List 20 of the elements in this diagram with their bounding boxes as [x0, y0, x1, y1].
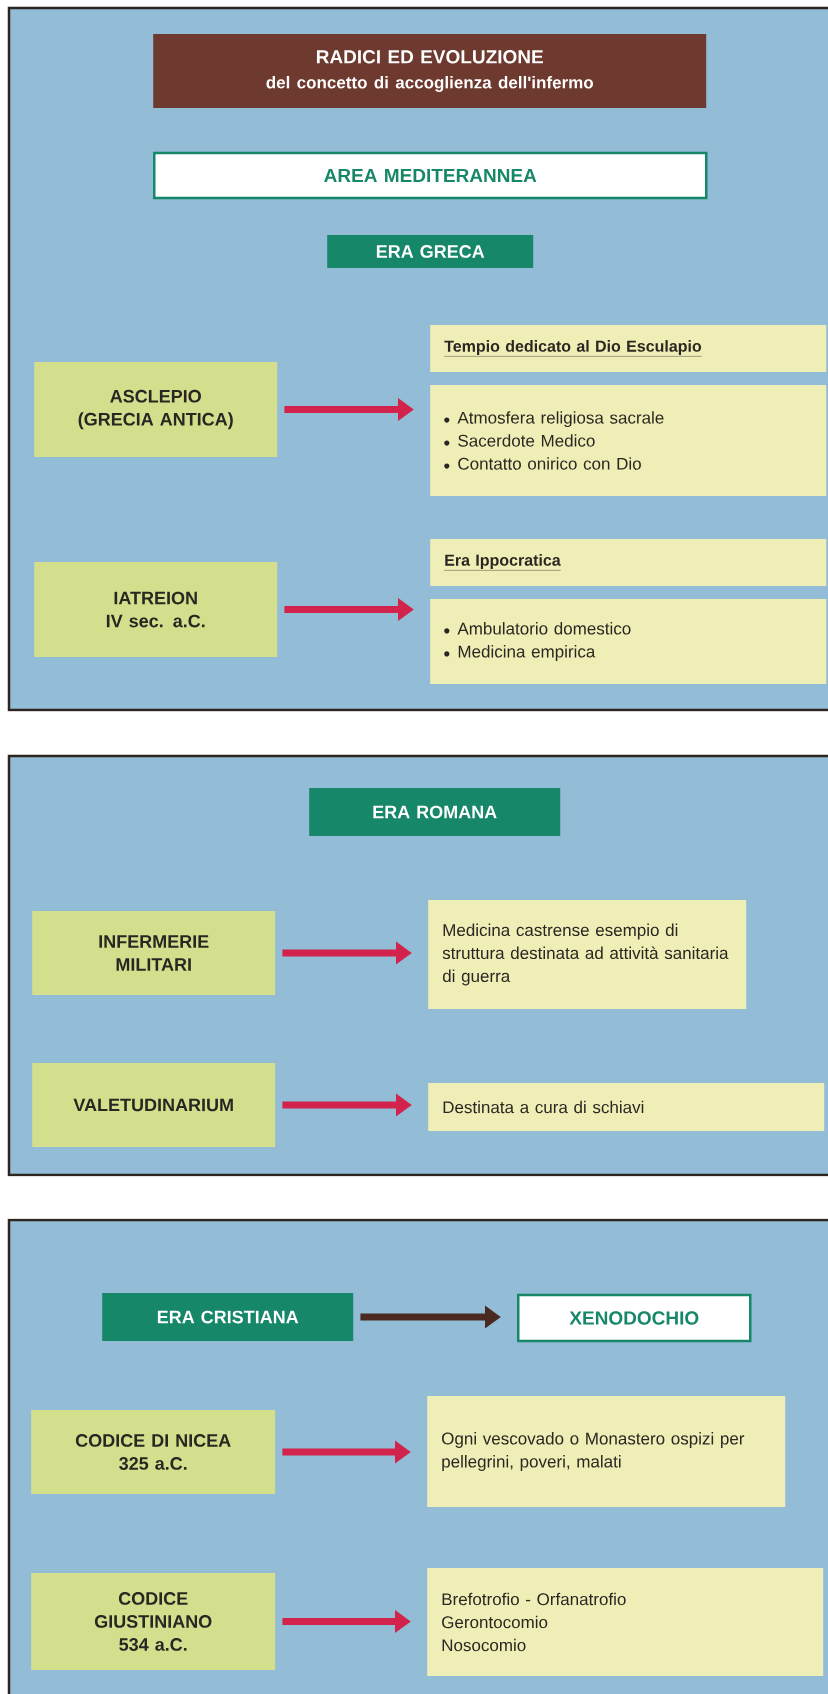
header-box: Era Ippocratica — [430, 539, 827, 586]
topic-box: ASCLEPIO (GRECIA ANTICA) — [34, 362, 278, 457]
era-box: ERA CRISTIANA — [102, 1293, 354, 1341]
bullet-list-box: Ambulatorio domestico Medicina empirica — [430, 599, 827, 684]
header-box: Tempio dedicato al Dio Esculapio — [430, 325, 827, 372]
description-box: Brefotrofio - Orfanatrofio Gerontocomio Nosocomio — [427, 1568, 824, 1676]
era-box: ERA ROMANA — [309, 788, 561, 836]
heading-box: XENODOCHIO — [517, 1293, 752, 1343]
era-box: ERA GRECA — [327, 235, 534, 268]
topic-box: CODICE DI NICEA 325 a.C. — [31, 1410, 276, 1494]
title-box: RADICI ED EVOLUZIONE del concetto di accoglienza dell'infermo — [153, 34, 707, 108]
topic-box: CODICE GIUSTINIANO 534 a.C. — [31, 1573, 276, 1670]
heading-box: AREA MEDITERANNEA — [153, 151, 708, 200]
description-box: Ogni vescovado o Monastero ospizi per pellegrini, poveri, malati — [427, 1396, 786, 1507]
description-box: Destinata a cura di schiavi — [428, 1083, 825, 1131]
topic-box: IATREION IV sec. a.C. — [34, 562, 278, 657]
topic-box: VALETUDINARIUM — [32, 1063, 276, 1147]
topic-box: INFERMERIE MILITARI — [32, 911, 276, 995]
description-box: Medicina castrense esempio di struttura destinata ad attività sanitaria di guerra — [428, 900, 747, 1009]
bullet-list-box: Atmosfera religiosa sacrale Sacerdote Medico Contatto onirico con Dio — [430, 385, 827, 496]
